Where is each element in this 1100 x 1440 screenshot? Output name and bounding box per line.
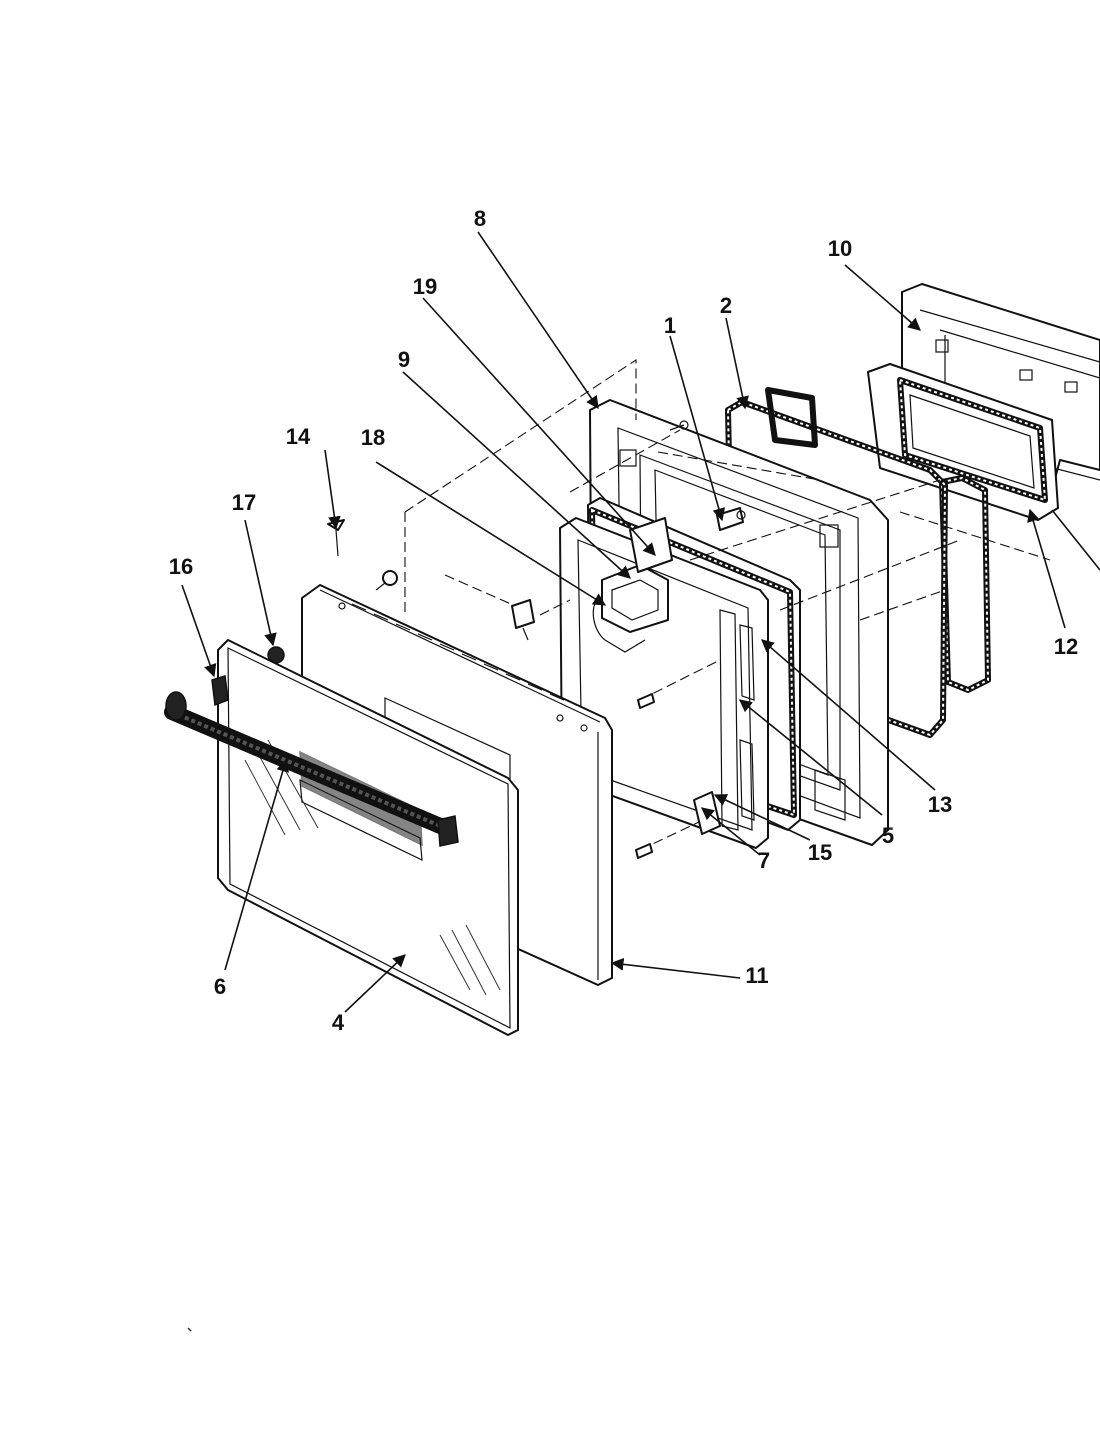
screw-bracket — [635, 843, 653, 859]
vent-slots — [351, 603, 565, 701]
callout-15: 15 — [808, 840, 832, 865]
part-4-front-glass — [217, 639, 519, 1036]
door-handle — [164, 691, 459, 847]
screw-liner — [637, 693, 655, 709]
callout-13: 13 — [928, 792, 952, 817]
callout-14: 14 — [286, 424, 311, 449]
callout-1: 1 — [664, 313, 676, 338]
scan-speck — [187, 1327, 192, 1332]
side-gasket-right — [939, 475, 991, 693]
callout-18: 18 — [361, 425, 385, 450]
callout-17: 17 — [232, 490, 256, 515]
callout-5: 5 — [882, 823, 894, 848]
connector-clip — [511, 599, 535, 641]
callout-6: 6 — [214, 974, 226, 999]
part-9-hinge-bracket — [601, 517, 673, 633]
part-12-window-frame — [867, 363, 1059, 521]
callout-4: 4 — [332, 1010, 345, 1035]
part-16-handle-cap — [211, 675, 229, 707]
callout-9: 9 — [398, 347, 410, 372]
callout-labels: 8 19 9 18 1 2 10 12 14 17 16 6 4 11 7 15… — [169, 206, 1078, 1035]
callout-16: 16 — [169, 554, 193, 579]
callout-8: 8 — [474, 206, 486, 231]
callout-12: 12 — [1054, 634, 1078, 659]
assembly-guide-lines — [404, 358, 1051, 851]
screw-hinge-top — [669, 420, 689, 431]
callout-11: 11 — [745, 963, 768, 988]
callout-2: 2 — [720, 293, 732, 318]
leader-lines — [181, 231, 1100, 1013]
door-box-screw — [375, 570, 398, 591]
callout-7: 7 — [758, 848, 770, 873]
callout-10: 10 — [828, 236, 852, 261]
callout-19: 19 — [413, 274, 437, 299]
